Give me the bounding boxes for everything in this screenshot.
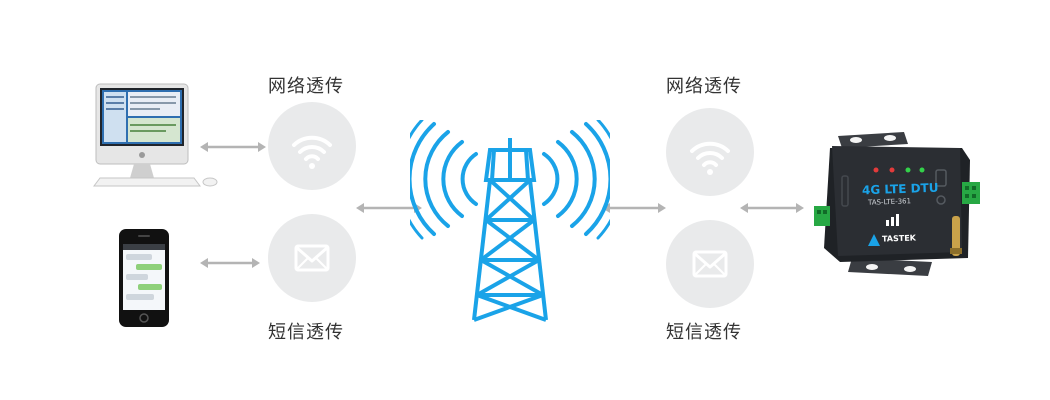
sms-circle-left [268, 214, 356, 302]
arrow-phone-sms [200, 258, 260, 268]
label-network-right: 网络透传 [666, 76, 742, 97]
envelope-icon [692, 250, 728, 278]
network-circle-right [666, 108, 754, 196]
wifi-icon [292, 135, 332, 169]
arrow-computer-network [200, 142, 266, 152]
label-sms-right: 短信透传 [666, 322, 742, 343]
signal-tower-icon [410, 120, 610, 322]
dtu-model-title: 4G LTE DTU [861, 180, 939, 198]
label-network-left: 网络透传 [268, 76, 344, 97]
arrow-right-device [740, 203, 804, 213]
envelope-icon [294, 244, 330, 272]
arrow-tower-right [602, 203, 666, 213]
wifi-icon [690, 141, 730, 175]
dtu-brand: TASTEK [881, 233, 917, 244]
computer-icon [93, 83, 218, 187]
sms-circle-right [666, 220, 754, 308]
phone-icon [119, 229, 169, 327]
label-sms-left: 短信透传 [268, 322, 344, 343]
network-circle-left [268, 102, 356, 190]
dtu-model-sub: TAS-LTE-361 [867, 197, 912, 207]
dtu-device-icon: 4G LTE DTU TAS-LTE-361 TASTEK [812, 130, 982, 280]
